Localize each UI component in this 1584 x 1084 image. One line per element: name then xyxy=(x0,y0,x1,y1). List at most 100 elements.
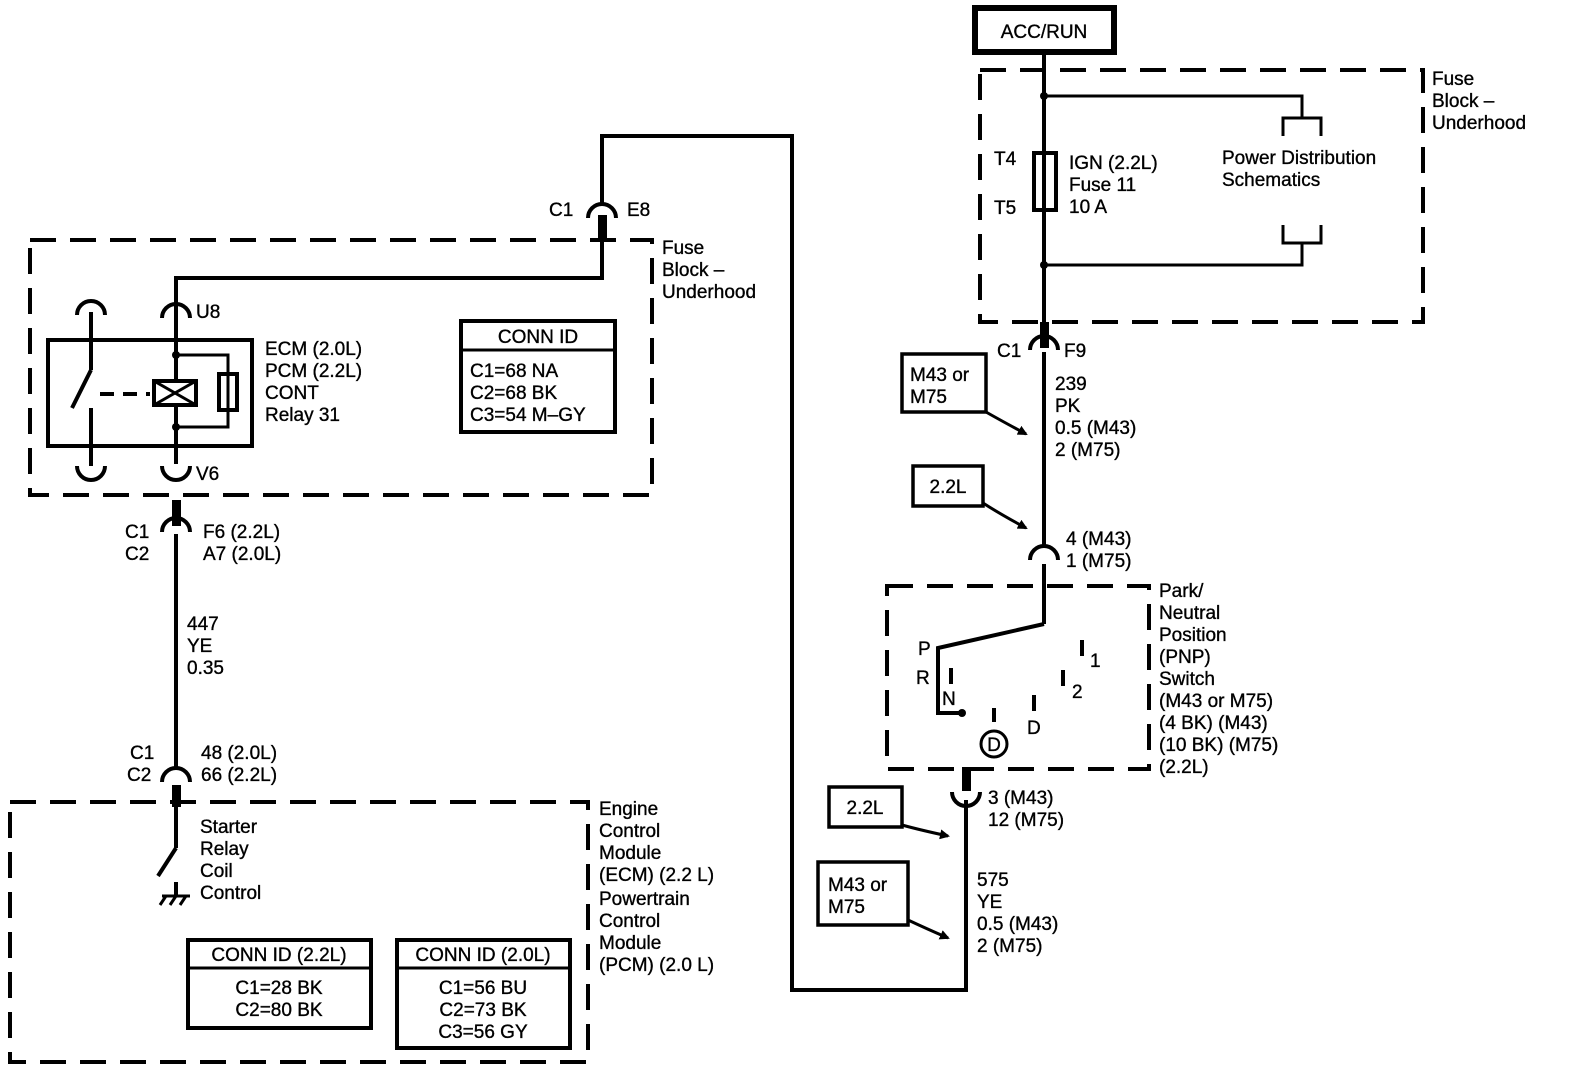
conn-pnp-out: 3 (M43) 12 (M75) 575 YE 0.5 (M43) 2 (M75… xyxy=(950,767,1064,957)
power-dist-bracket-top xyxy=(1281,116,1323,136)
fuse-block-left: Fuse Block – Underhood xyxy=(28,238,756,497)
conn-id-fuse-block-title: CONN ID xyxy=(498,327,578,348)
conn-ecm-right-1: 48 (2.0L) xyxy=(201,743,277,764)
relay-pin-v6: V6 xyxy=(196,464,219,485)
conn-id-fuse-block-frame xyxy=(459,319,617,434)
conn-id-22l-row-2: C2=80 BK xyxy=(235,1000,322,1021)
tag-m43-m75-lower-line-1: M43 or xyxy=(828,875,888,896)
wire-575-number: 575 xyxy=(977,870,1009,891)
relay-coil-cross-2 xyxy=(153,379,197,407)
conn-pnp-in-2: 1 (M75) xyxy=(1066,551,1131,572)
conn-id-20l-row-3: C3=56 GY xyxy=(438,1022,528,1043)
ecm-name-1: Engine xyxy=(599,799,658,820)
connector-pnp-in-cup xyxy=(1028,544,1060,561)
relay-v6-cup xyxy=(160,465,192,482)
ecm-name-6: Control xyxy=(599,911,660,932)
pnp-pos-n: N xyxy=(942,689,956,710)
conn-ecm: C1 C2 48 (2.0L) 66 (2.2L) xyxy=(127,743,277,807)
conn-id-20l-row-1: C1=56 BU xyxy=(439,978,527,999)
ecm-switch-blade xyxy=(156,846,178,878)
ecm-pcm-module: Starter Relay Coil Control Engine Contro… xyxy=(8,799,714,1064)
fuse-label-3: 10 A xyxy=(1069,197,1107,218)
ecm-name-8: (PCM) (2.0 L) xyxy=(599,955,714,976)
relay-switch-blade xyxy=(70,369,93,409)
conn-relay-out-right-1: F6 (2.2L) xyxy=(203,522,280,543)
fuse-label-2: Fuse 11 xyxy=(1069,175,1136,196)
relay-label-4: Relay 31 xyxy=(265,405,340,426)
pnp-pos-p: P xyxy=(918,639,931,660)
conn-id-fuse-block-row-2: C2=68 BK xyxy=(470,383,557,404)
connector-f9-cup xyxy=(1028,334,1060,351)
connector-ecm-cup xyxy=(160,766,192,783)
conn-ecm-right-2: 66 (2.2L) xyxy=(201,765,277,786)
pnp-pos-d-circle-label: D xyxy=(987,735,1001,756)
ecm-inner-2: Relay xyxy=(200,839,249,860)
conn-id-20l-frame xyxy=(395,938,572,1050)
relay-diode-branch xyxy=(176,353,230,429)
relay-switch-bottom-cup xyxy=(75,465,107,482)
conn-id-20l: CONN ID (2.0L) C1=56 BU C2=73 BK C3=56 G… xyxy=(395,938,572,1050)
fuse-t4: T4 xyxy=(994,149,1017,170)
tag-m43-m75-upper-line-1: M43 or xyxy=(910,365,970,386)
conn-pnp-out-2: 12 (M75) xyxy=(988,810,1064,831)
wire-239-gauge-m75: 2 (M75) xyxy=(1055,440,1120,461)
pin-ecm xyxy=(172,785,181,807)
relay-31: U8 V6 ECM (2.0L) PCM (2.2L) CONT Relay 3… xyxy=(46,299,362,485)
conn-id-20l-row-2: C2=73 BK xyxy=(439,1000,526,1021)
tag-22l-upper-label: 2.2L xyxy=(930,477,967,498)
tag-22l-upper-frame xyxy=(911,464,985,508)
tag-22l-lower-label: 2.2L xyxy=(847,798,884,819)
tag-m43-m75-upper-line-2: M75 xyxy=(910,387,947,408)
power-dist-label-1: Power Distribution xyxy=(1222,148,1376,169)
pin-e8 xyxy=(598,215,607,241)
wire-575-color: YE xyxy=(977,892,1002,913)
pnp-pos-r: R xyxy=(916,668,930,689)
conn-ecm-left-1: C1 xyxy=(130,743,154,764)
wire-239-gauge-m43: 0.5 (M43) xyxy=(1055,418,1136,439)
circuit-447: C1 C2 F6 (2.2L) A7 (2.0L) 447 YE 0.35 xyxy=(125,500,281,768)
power-dist-label-2: Schematics xyxy=(1222,170,1320,191)
conn-c1-e8-right: E8 xyxy=(627,200,650,221)
fuse-block-right: Fuse Block – Underhood Power Distributio… xyxy=(978,68,1526,324)
circuit-239: C1 F9 239 PK 0.5 (M43) 2 (M75) xyxy=(997,322,1136,546)
pnp-pos-1: 1 xyxy=(1090,651,1101,672)
wire-447-color: YE xyxy=(187,636,212,657)
wire-239-number: 239 xyxy=(1055,374,1087,395)
conn-relay-out-right-2: A7 (2.0L) xyxy=(203,544,281,565)
fuse-block-left-label-1: Fuse xyxy=(662,238,704,259)
conn-id-fuse-block-row-1: C1=68 NA xyxy=(470,361,559,382)
fuse-block-right-label-2: Block – xyxy=(1432,91,1495,112)
pnp-label-7: (4 BK) (M43) xyxy=(1159,713,1268,734)
pin-pnp-out xyxy=(962,767,971,791)
ecm-name-7: Module xyxy=(599,933,661,954)
pnp-label-2: Neutral xyxy=(1159,603,1220,624)
wire-239-color: PK xyxy=(1055,396,1081,417)
tag-22l-lower-arrow xyxy=(901,823,950,840)
conn-id-20l-title: CONN ID (2.0L) xyxy=(415,945,550,966)
pnp-switch-outline xyxy=(885,584,1151,771)
wire-to-power-dist-bottom xyxy=(1044,243,1304,267)
wire-447-number: 447 xyxy=(187,614,219,635)
pnp-switch-wiper xyxy=(936,622,1045,715)
connector-pnp-out-cup xyxy=(950,791,982,808)
power-dist-bracket-bottom xyxy=(1281,225,1323,245)
pnp-switch: P R N D D 2 1 Park/ Neutral Position (PN… xyxy=(885,581,1278,778)
pnp-label-9: (2.2L) xyxy=(1159,757,1209,778)
fuse-t5: T5 xyxy=(994,198,1016,219)
pnp-pos-d: D xyxy=(1027,718,1041,739)
pnp-pos-d-circle xyxy=(979,729,1009,759)
conn-relay-out-left-1: C1 xyxy=(125,522,149,543)
pnp-label-8: (10 BK) (M75) xyxy=(1159,735,1278,756)
conn-ecm-left-2: C2 xyxy=(127,765,151,786)
fuse-block-right-label-1: Fuse xyxy=(1432,69,1474,90)
relay-resistor xyxy=(217,372,239,412)
pin-relay-out xyxy=(172,500,181,526)
relay-switch-top-cup xyxy=(75,299,107,316)
tag-22l-lower-frame xyxy=(827,785,904,829)
fuse-block-right-label-3: Underhood xyxy=(1432,113,1526,134)
fuse-block-left-label-2: Block – xyxy=(662,260,725,281)
relay-u8-cup xyxy=(160,302,192,319)
tag-m43-m75-lower: M43 or M75 xyxy=(816,860,950,940)
power-source: ACC/RUN xyxy=(972,5,1117,344)
ecm-inner-4: Control xyxy=(200,883,261,904)
